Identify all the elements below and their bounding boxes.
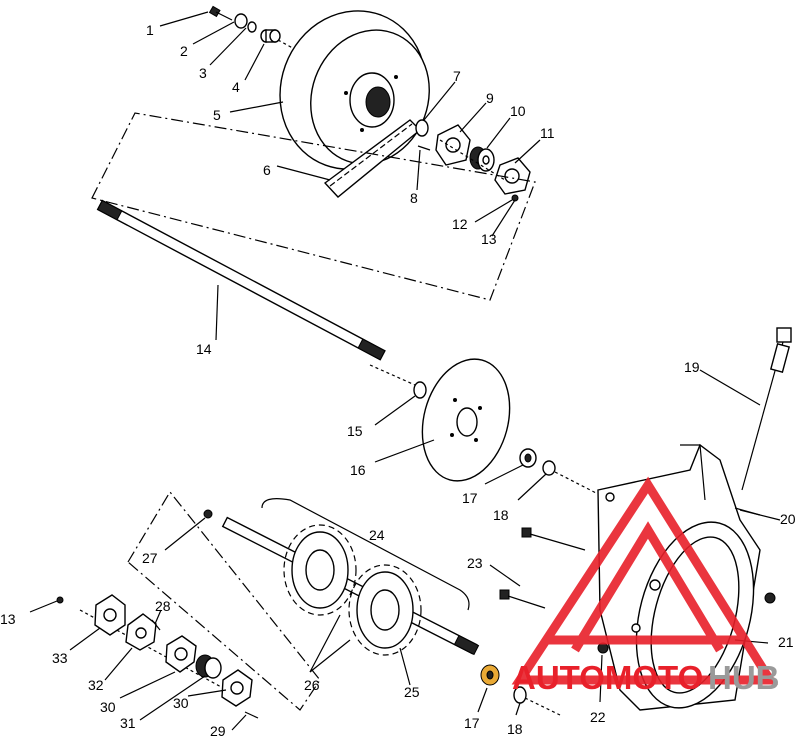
callout-29: 29 [210, 723, 226, 739]
callout-5: 5 [213, 107, 221, 123]
part-flange-plate [125, 613, 157, 651]
callout-9: 9 [486, 90, 494, 106]
callout-11: 11 [540, 125, 555, 141]
track-drive-group [127, 490, 561, 716]
callout-30-right: 30 [173, 695, 189, 711]
callout-13-top: 13 [481, 231, 497, 247]
callout-24: 24 [369, 527, 385, 543]
leader-lines [29, 11, 781, 731]
callout-27: 27 [142, 550, 158, 566]
watermark-logo-mark [511, 476, 779, 685]
callout-25: 25 [404, 684, 420, 700]
part-bolt [208, 5, 233, 21]
part-bearing-flange [165, 635, 197, 673]
watermark: AUTOMOTO HUB [511, 476, 780, 696]
part-bearing [480, 664, 500, 686]
callout-28: 28 [155, 598, 171, 614]
callout-10: 10 [510, 103, 526, 119]
callout-3: 3 [199, 65, 207, 81]
watermark-brand-gray: HUB [708, 659, 780, 696]
part-spacer [260, 29, 281, 43]
callout-14: 14 [196, 341, 212, 357]
part-flange-plate [94, 594, 126, 636]
callout-19: 19 [684, 359, 700, 375]
callout-20: 20 [780, 511, 796, 527]
callout-8: 8 [410, 190, 418, 206]
callout-16: 16 [350, 462, 366, 478]
part-thrust-washer [415, 119, 429, 137]
callout-32: 32 [88, 677, 104, 693]
callout-30-left: 30 [100, 699, 116, 715]
part-outer-flange [494, 157, 531, 195]
callout-18-mid: 18 [493, 507, 509, 523]
part-brake-disc [421, 358, 511, 482]
driven-shaft-group [91, 112, 536, 386]
callout-labels: 1 2 3 4 5 6 7 8 9 10 11 12 13 14 15 16 1… [0, 22, 796, 739]
part-bearing-flange [435, 124, 471, 166]
callout-31: 31 [120, 715, 136, 731]
callout-13-left: 13 [0, 611, 16, 627]
callout-17-mid: 17 [462, 490, 478, 506]
part-washer [234, 13, 248, 29]
callout-33: 33 [52, 650, 68, 666]
callout-7: 7 [453, 68, 461, 84]
callout-26: 26 [304, 677, 320, 693]
part-tension-adjuster [741, 327, 792, 491]
part-snap-ring [542, 460, 556, 476]
drive-pulley-group [208, 5, 531, 202]
callout-23: 23 [467, 555, 483, 571]
part-bearing [519, 448, 537, 468]
callout-1: 1 [146, 22, 154, 38]
lower-bearing-group [56, 594, 259, 719]
part-bearing [195, 654, 222, 679]
callout-2: 2 [180, 43, 188, 59]
callout-21: 21 [778, 634, 794, 650]
part-pin [417, 145, 431, 151]
part-drive-sprocket [348, 564, 422, 656]
part-track-shaft [221, 516, 480, 656]
callout-15: 15 [347, 423, 363, 439]
part-snap-ring [413, 381, 427, 399]
part-mounting-bolt [521, 527, 586, 551]
part-bearing [469, 146, 495, 172]
part-washer-small [247, 21, 257, 33]
part-grease-fitting [203, 509, 213, 519]
callout-4: 4 [232, 79, 240, 95]
part-pin [151, 619, 161, 631]
callout-18-bottom: 18 [507, 721, 523, 737]
watermark-brand-red: AUTOMOTO [512, 659, 703, 696]
callout-17-bottom: 17 [464, 715, 480, 731]
brake-disc-group [413, 358, 601, 496]
part-nut [764, 592, 776, 604]
part-screw [244, 711, 259, 719]
callout-6: 6 [263, 162, 271, 178]
callout-22: 22 [590, 709, 606, 725]
part-bearing-flange [221, 669, 253, 707]
part-drive-shaft [96, 199, 386, 361]
callout-12: 12 [452, 216, 468, 232]
part-nut [56, 596, 64, 604]
part-drive-sprocket [283, 524, 357, 616]
part-mounting-bolt [499, 589, 546, 609]
